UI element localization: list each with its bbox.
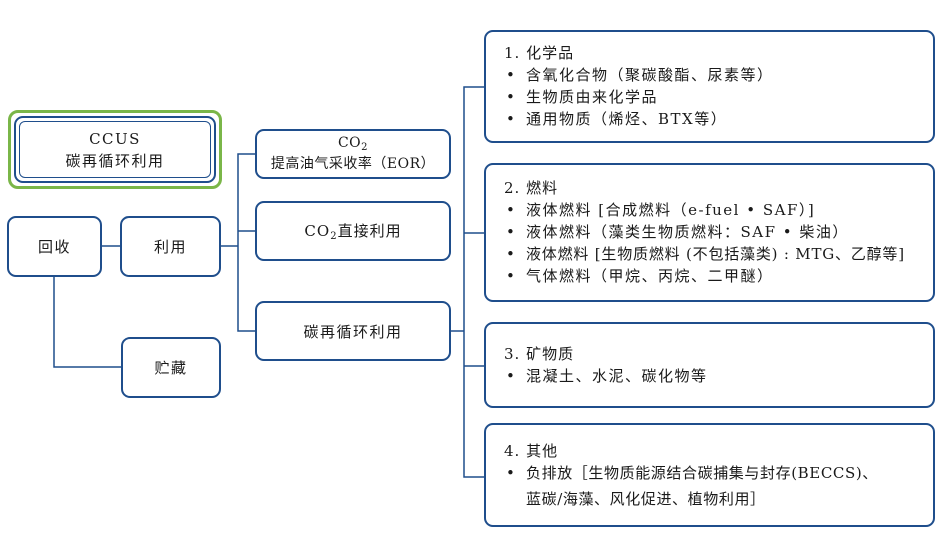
category-minerals: 3. 矿物质 混凝土、水泥、碳化物等 — [484, 322, 935, 408]
utilization-box: 利用 — [120, 216, 221, 277]
list-item: 通用物质（烯烃、BTX等） — [504, 108, 915, 130]
ccus-title: CCUS — [89, 129, 141, 148]
eor-label: CO2提高油气采收率（EOR） — [270, 135, 436, 172]
storage-label: 贮藏 — [154, 359, 188, 377]
ccus-box: CCUS 碳再循环利用 — [14, 116, 216, 183]
recycle-label: 碳再循环利用 — [303, 322, 403, 341]
category-title: 3. 矿物质 — [504, 344, 575, 363]
list-item: 混凝土、水泥、碳化物等 — [504, 365, 915, 387]
list-item: 气体燃料（甲烷、丙烷、二甲醚） — [504, 265, 915, 287]
storage-box: 贮藏 — [121, 337, 221, 398]
eor-box: CO2提高油气采收率（EOR） — [255, 129, 451, 179]
capture-label: 回收 — [37, 238, 71, 256]
direct-use-label: CO2直接利用 — [304, 222, 402, 242]
category-fuels: 2. 燃料 液体燃料 [合成燃料（e-fuel • SAF）] 液体燃料（藻类生… — [484, 163, 935, 302]
list-item: 液体燃料 [合成燃料（e-fuel • SAF）] — [504, 199, 915, 221]
utilization-label: 利用 — [153, 238, 187, 256]
category-chemicals: 1. 化学品 含氧化合物（聚碳酸酯、尿素等） 生物质由来化学品 通用物质（烯烃、… — [484, 30, 935, 143]
connector-capture-storage — [53, 276, 121, 368]
connector-usage-branch — [237, 153, 255, 332]
list-item: 生物质由来化学品 — [504, 86, 915, 108]
ccus-highlight-frame — [8, 110, 222, 189]
category-other: 4. 其他 负排放［生物质能源结合碳捕集与封存(BECCS)、 蓝碳/海藻、风化… — [484, 423, 935, 527]
category-title: 2. 燃料 — [504, 179, 559, 197]
recycle-box: 碳再循环利用 — [255, 301, 451, 361]
capture-box: 回收 — [7, 216, 102, 277]
list-item: 液体燃料（藻类生物质燃料：SAF • 柴油） — [504, 221, 915, 243]
list-item: 含氧化合物（聚碳酸酯、尿素等） — [504, 64, 915, 86]
ccus-subtitle: 碳再循环利用 — [65, 151, 165, 170]
category-title: 1. 化学品 — [504, 44, 575, 62]
category-title: 4. 其他 — [504, 441, 559, 460]
list-item: 液体燃料 [生物质燃料 (不包括藻类) : MTG、乙醇等] — [504, 243, 915, 265]
direct-use-box: CO2直接利用 — [255, 201, 451, 261]
connector-category-branch — [463, 86, 484, 478]
list-item: 负排放［生物质能源结合碳捕集与封存(BECCS)、 蓝碳/海藻、风化促进、植物利… — [504, 462, 915, 510]
